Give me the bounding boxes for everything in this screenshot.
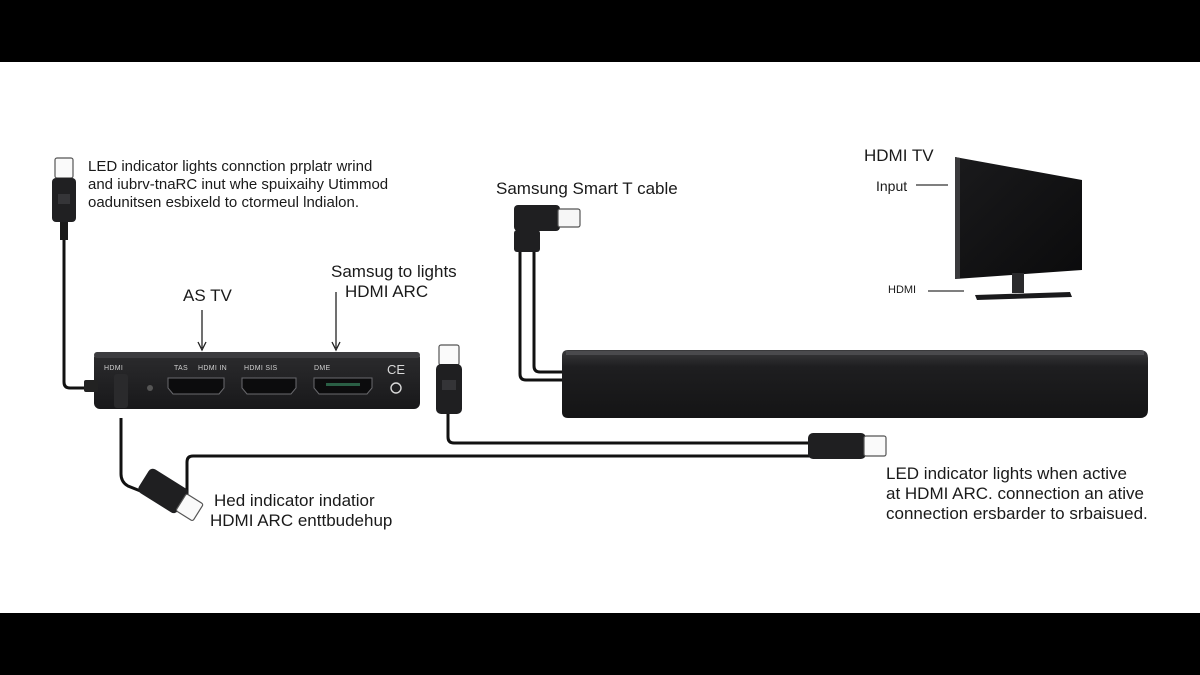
- cable-soundbar-b: [532, 250, 566, 374]
- arrow-hdmi-arc: [331, 292, 341, 352]
- hdmi-arc-label-line1: Samsug to lights: [331, 262, 457, 281]
- tv-monitor: [955, 157, 1082, 300]
- hdmi-switch-box: HDMI TAS HDMI IN HDMI SIS DME CE: [84, 352, 420, 409]
- port-label-0: HDMI: [104, 365, 123, 372]
- port-label-4: DME: [314, 365, 330, 372]
- cable-switch-down: [119, 418, 149, 496]
- connector-lower-left: [138, 468, 204, 521]
- hdmi-arc-label: Samsug to lights HDMI ARC: [331, 262, 457, 302]
- connector-samsung-angled: [514, 205, 581, 252]
- hdmi-port-2: [241, 377, 297, 395]
- hdmi-arc-label-line2: HDMI ARC: [345, 282, 429, 301]
- tv-input-label: Input: [876, 178, 908, 194]
- bottom-left-note: Hed indicator indatior HDMI ARC enttbude…: [210, 491, 392, 531]
- cable-soundbar-a: [518, 250, 566, 382]
- led-indicator-icon: [390, 382, 402, 394]
- cable-label: Samsung Smart T cable: [496, 179, 678, 198]
- soundbar: [562, 350, 1148, 418]
- diagram-canvas: HDMI TAS HDMI IN HDMI SIS DME CE: [0, 62, 1200, 613]
- as-tv-label: AS TV: [183, 286, 232, 305]
- bottom-right-note: LED indicator lights when active at HDMI…: [886, 464, 1148, 524]
- connector-top-left: [52, 157, 76, 240]
- connector-center: [436, 344, 462, 414]
- bottom-right-note-line3: connection ersbarder to srbaisued.: [886, 504, 1148, 523]
- bottom-left-note-line1: Hed indicator indatior: [214, 491, 375, 510]
- bottom-right-note-line1: LED indicator lights when active: [886, 464, 1127, 483]
- cable-left-top: [62, 239, 92, 390]
- hdmi-port-1: [167, 377, 225, 395]
- ce-mark: CE: [387, 362, 405, 377]
- cable-long-bottom: [185, 454, 830, 505]
- connection-diagram: HDMI TAS HDMI IN HDMI SIS DME CE: [52, 157, 1148, 521]
- bottom-right-note-line2: at HDMI ARC. connection an ative: [886, 484, 1144, 503]
- port-label-3: HDMI SIS: [244, 365, 278, 372]
- top-left-note-line1: LED indicator lights connction prplatr w…: [88, 158, 373, 175]
- tv-hdmi-label: HDMI: [888, 284, 917, 296]
- top-left-note: LED indicator lights connction prplatr w…: [88, 158, 388, 212]
- connector-right: [808, 433, 887, 459]
- port-label-2: HDMI IN: [198, 365, 227, 372]
- port-label-1: TAS: [174, 365, 188, 372]
- hdmi-tv-title: HDMI TV: [864, 146, 934, 165]
- bottom-left-note-line2: HDMI ARC enttbudehup: [210, 511, 393, 530]
- cable-middle: [446, 414, 820, 445]
- top-left-note-line2: and iubrv-tnaRC inut whe spuixaihy Utimm…: [88, 176, 389, 193]
- arrow-as-tv: [197, 310, 207, 352]
- top-left-note-line3: oadunitsen esbixeld to ctormeul lndialon…: [88, 194, 360, 211]
